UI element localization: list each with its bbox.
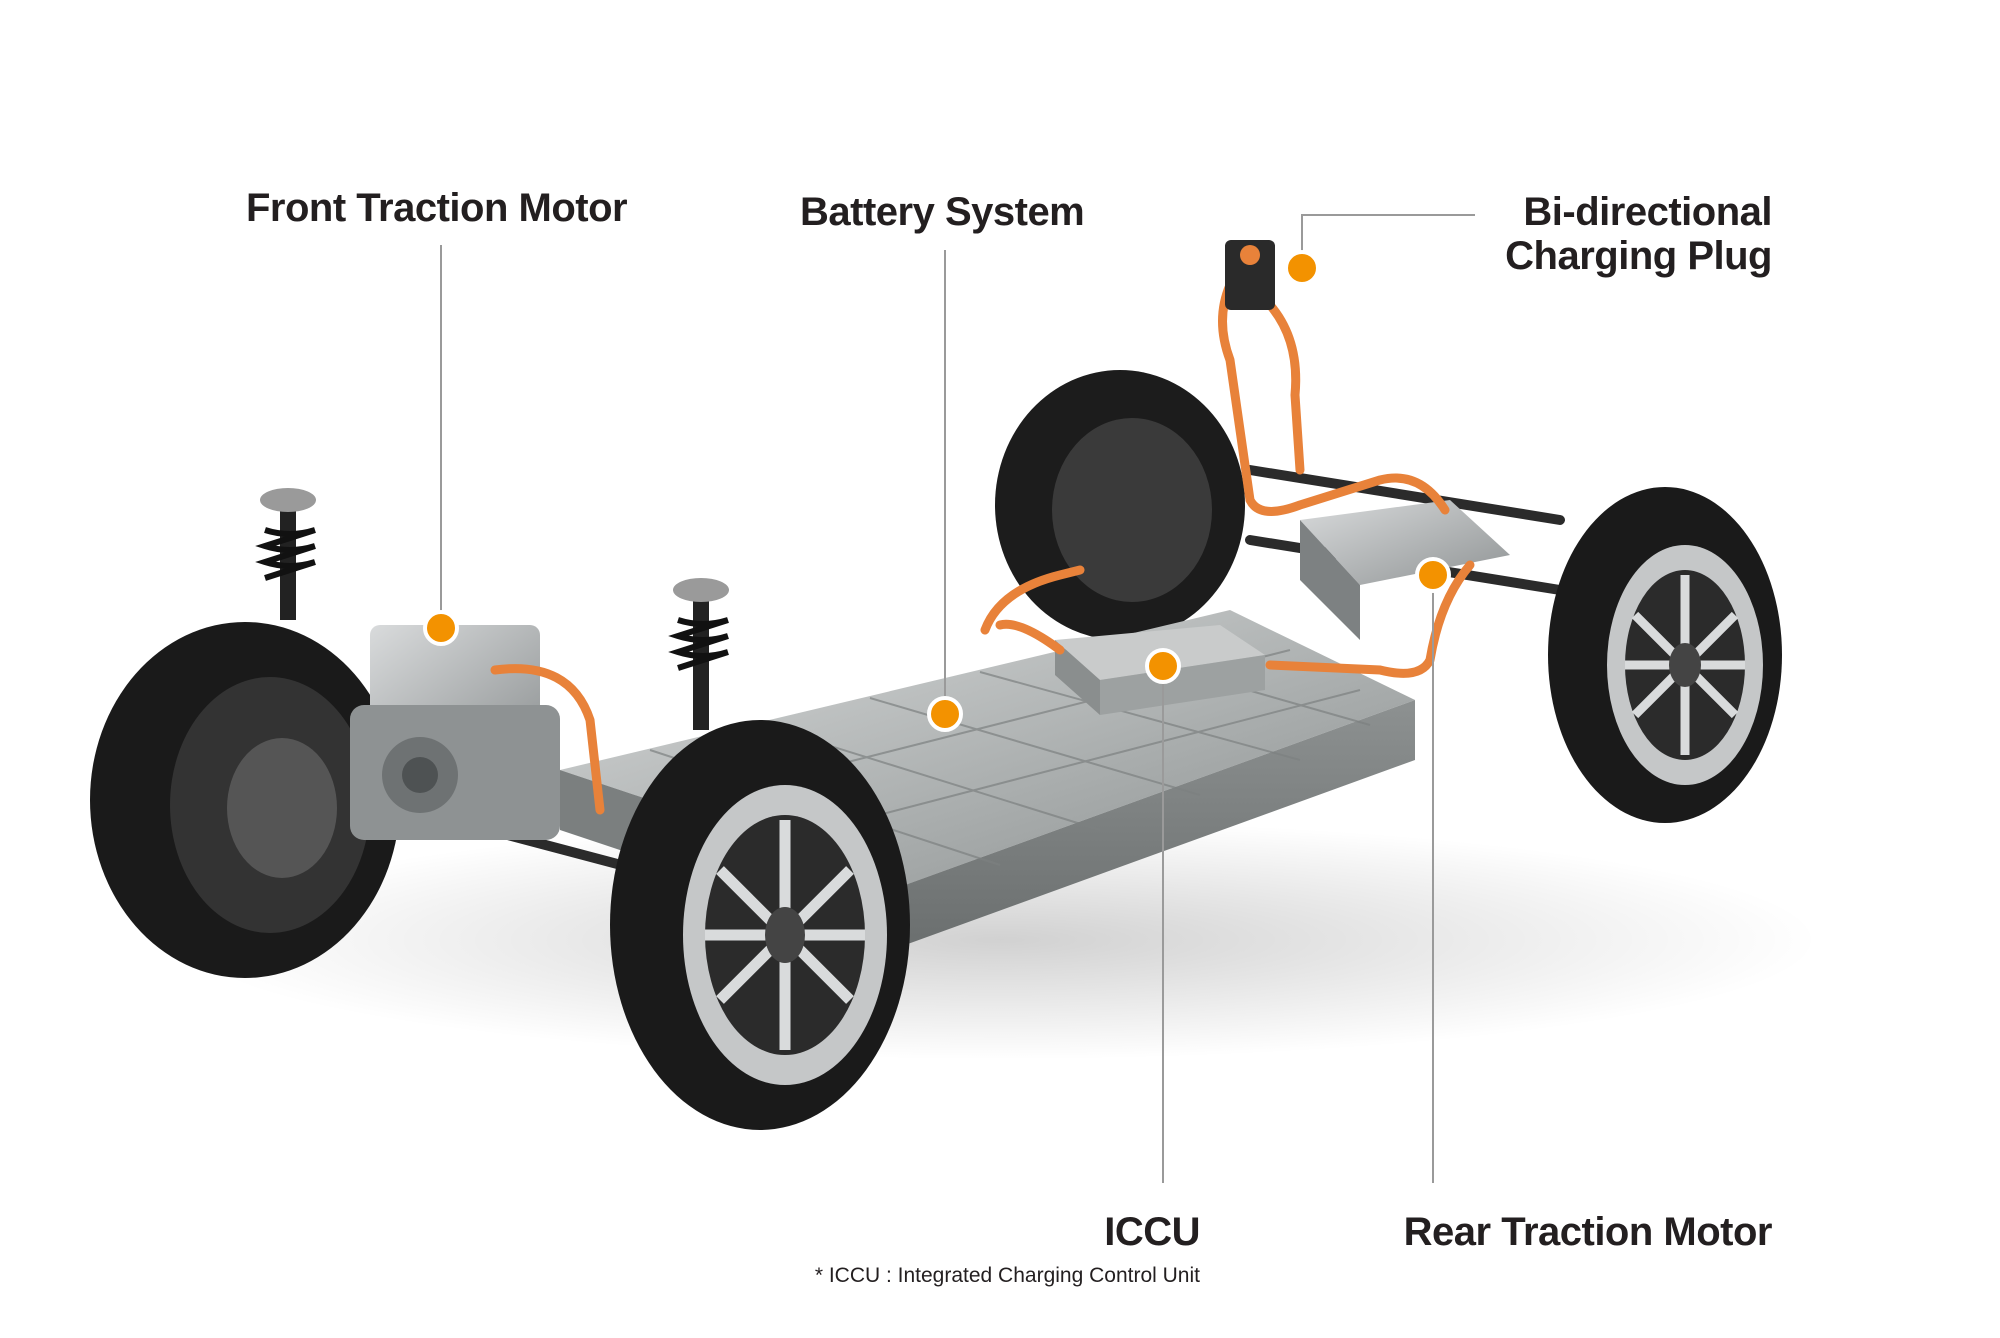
hotspot-iccu [1145, 648, 1181, 684]
ground-shadow [180, 820, 1820, 1060]
label-rear-traction-motor: Rear Traction Motor [1403, 1210, 1773, 1254]
hotspots [423, 250, 1451, 732]
front-right-strut [668, 578, 729, 730]
rear-right-wheel [1548, 487, 1782, 823]
rear-left-wheel [995, 370, 1245, 640]
label-battery-system: Battery System [800, 190, 1085, 234]
label-front-traction-motor: Front Traction Motor [246, 186, 628, 230]
hotspot-battery [927, 696, 963, 732]
hv-cables [490, 280, 1475, 815]
leader-charging-plug [1301, 214, 1475, 268]
label-iccu: ICCU [1104, 1210, 1200, 1254]
hotspot-rear-motor [1415, 557, 1451, 593]
front-left-wheel [90, 622, 400, 978]
hotspot-front-motor [423, 610, 459, 646]
charging-plug [1225, 240, 1275, 310]
rear-motor-unit [1300, 500, 1510, 640]
front-motor-unit [350, 625, 560, 840]
label-charging-plug-line2: Charging Plug [1505, 234, 1772, 278]
hotspot-charging-plug [1284, 250, 1320, 286]
front-right-wheel [610, 720, 910, 1130]
label-charging-plug-line1: Bi-directional [1523, 190, 1772, 234]
label-charging-plug: Bi-directional Charging Plug [1505, 190, 1772, 278]
front-left-strut [255, 488, 316, 620]
iccu-footnote: * ICCU : Integrated Charging Control Uni… [814, 1264, 1200, 1287]
